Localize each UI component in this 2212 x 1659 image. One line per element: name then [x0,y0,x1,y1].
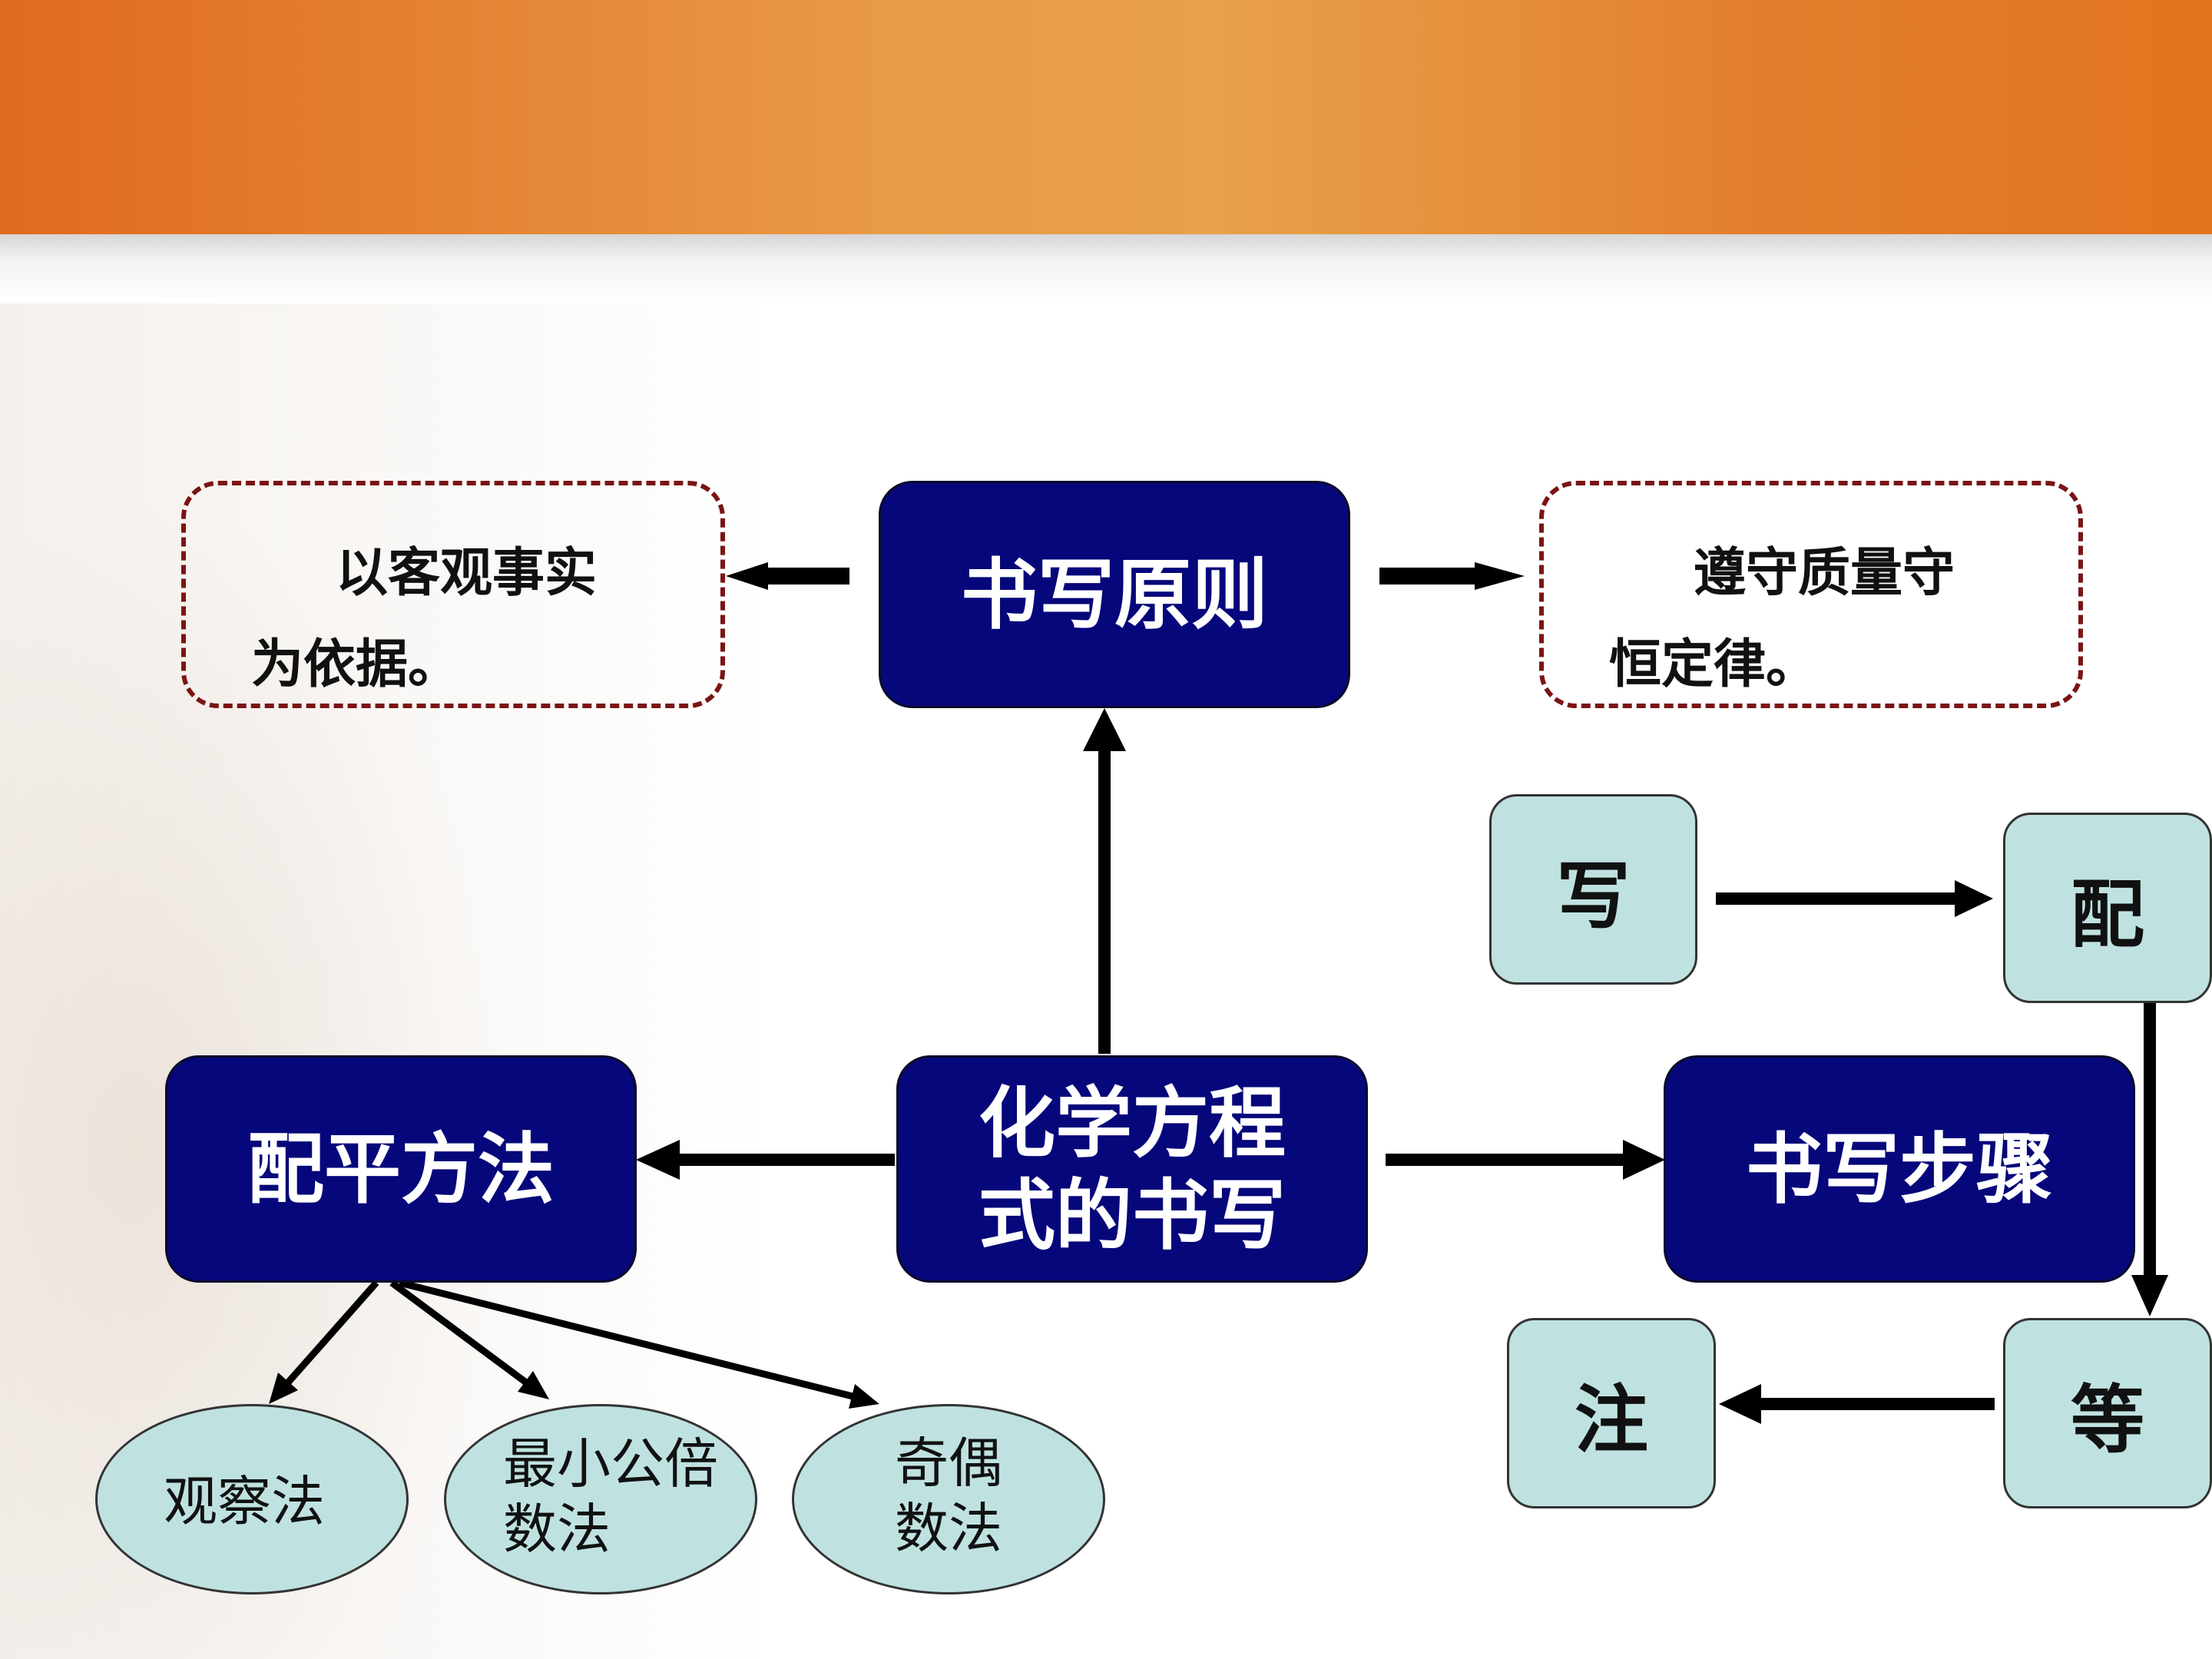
principle-left-box: 以客观事实 为依据。 [181,481,725,708]
arrow-balance-to-method-2 [389,1280,528,1386]
step-balance: 配 [2003,813,2212,1003]
method-observe-label: 观察法 [164,1470,325,1534]
method-odd-even-line2: 数法 [895,1497,1002,1560]
arrowhead-step-balance [1955,880,1993,917]
arrow-balance-to-method-1 [285,1280,379,1385]
center-line1: 化学方程 [979,1078,1286,1168]
arrowhead-method-3 [849,1384,879,1409]
arrow-balance-to-method-3 [398,1279,854,1400]
balance-method-label: 配平方法 [247,1124,555,1214]
arrowhead-principle [1083,708,1126,751]
arrowhead-method-2 [518,1371,549,1399]
balance-method-box: 配平方法 [165,1055,637,1283]
principle-label: 书写原则 [961,549,1268,640]
arrowhead-method-1 [269,1373,298,1404]
arrowhead-balance [636,1140,680,1180]
method-odd-even-line1: 奇偶 [895,1431,1002,1495]
step-balance-label: 配 [2071,870,2144,958]
method-lcm: 最小公倍 数法 [444,1404,757,1594]
arrowhead-step-equal [2131,1275,2168,1316]
arrowhead-step-note [1719,1384,1761,1424]
step-equal-label: 等 [2071,1376,2144,1463]
principle-left-line2: 为依据。 [251,634,461,695]
method-lcm-line1: 最小公倍 [503,1432,718,1495]
arrowhead-principle-left [726,562,768,590]
step-note-label: 注 [1575,1376,1648,1463]
principle-right-line1: 遵守质量守 [1694,542,1955,604]
principle-box: 书写原则 [879,481,1350,708]
banner-shadow [0,234,2212,303]
arrowhead-steps [1623,1140,1665,1180]
step-note: 注 [1507,1318,1716,1508]
arrowhead-principle-right [1475,562,1525,590]
steps-box: 书写步骤 [1664,1055,2135,1283]
step-write: 写 [1489,794,1697,985]
step-equal: 等 [2003,1318,2212,1508]
principle-left-line1: 以客观事实 [336,542,598,604]
header-banner [0,0,2212,234]
method-observe: 观察法 [95,1404,409,1594]
center-line2: 式的书写 [979,1170,1286,1260]
principle-right-line2: 恒定律。 [1609,634,1819,695]
method-odd-even: 奇偶 数法 [792,1404,1105,1594]
principle-right-box: 遵守质量守 恒定律。 [1539,481,2083,708]
step-write-label: 写 [1556,852,1631,939]
center-box: 化学方程 式的书写 [896,1055,1368,1283]
steps-label: 书写步骤 [1746,1124,2053,1214]
method-lcm-line2: 数法 [503,1498,611,1561]
